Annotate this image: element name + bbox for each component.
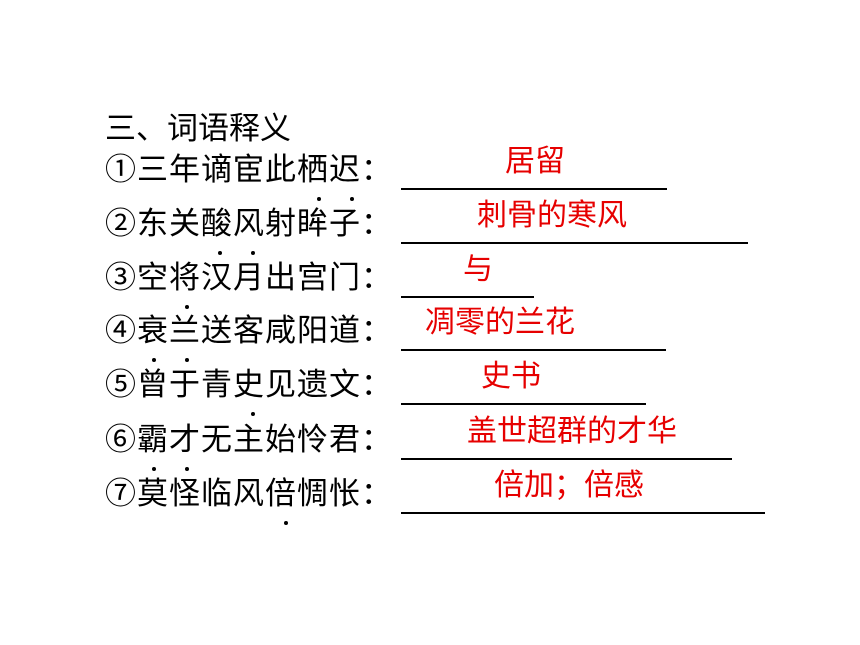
answer-blank[interactable] bbox=[401, 242, 748, 244]
vocab-answer: 盖世超群的才华 bbox=[467, 414, 677, 449]
vocab-item-6: ⑥霸才无主始怜君： 盖世超群的才华 bbox=[105, 414, 845, 474]
answer-blank[interactable] bbox=[401, 188, 667, 190]
vocab-item-1: ①三年谪宦此栖迟： 居留 bbox=[105, 144, 845, 204]
vocab-prompt: ⑥霸才无主始怜君： bbox=[105, 422, 393, 458]
vocab-prompt: ④衰兰送客咸阳道： bbox=[105, 313, 393, 349]
vocab-answer: 与 bbox=[463, 252, 493, 287]
emphasis-dot bbox=[185, 358, 189, 362]
vocab-prompt: ⑤曾于青史见遗文： bbox=[105, 367, 393, 403]
emphasis-dot bbox=[152, 467, 156, 471]
vocab-prompt: ②东关酸风射眸子： bbox=[105, 206, 393, 242]
vocab-item-5: ⑤曾于青史见遗文： 史书 bbox=[105, 359, 845, 419]
emphasis-dot bbox=[317, 197, 321, 201]
vocab-answer: 居留 bbox=[505, 144, 565, 179]
answer-blank[interactable] bbox=[401, 403, 646, 405]
vocab-answer: 凋零的兰花 bbox=[425, 305, 575, 340]
vocab-answer: 史书 bbox=[481, 359, 541, 394]
answer-blank[interactable] bbox=[401, 296, 534, 298]
answer-blank[interactable] bbox=[401, 512, 765, 514]
vocab-item-7: ⑦莫怪临风倍惆怅： 倍加；倍感 bbox=[105, 468, 845, 528]
vocab-prompt: ③空将汉月出宫门： bbox=[105, 260, 393, 296]
emphasis-dot bbox=[251, 412, 255, 416]
answer-blank[interactable] bbox=[401, 458, 732, 460]
vocab-prompt: ①三年谪宦此栖迟： bbox=[105, 152, 393, 188]
emphasis-dot bbox=[185, 467, 189, 471]
emphasis-dot bbox=[218, 251, 222, 255]
answer-blank[interactable] bbox=[401, 349, 666, 351]
emphasis-dot bbox=[251, 251, 255, 255]
vocab-item-2: ②东关酸风射眸子： 刺骨的寒风 bbox=[105, 198, 845, 258]
emphasis-dot bbox=[284, 521, 288, 525]
emphasis-dot bbox=[185, 305, 189, 309]
emphasis-dot bbox=[350, 197, 354, 201]
vocab-answer: 倍加；倍感 bbox=[494, 468, 644, 503]
vocab-item-4: ④衰兰送客咸阳道： 凋零的兰花 bbox=[105, 305, 845, 365]
vocab-answer: 刺骨的寒风 bbox=[477, 198, 627, 233]
vocab-item-3: ③空将汉月出宫门： 与 bbox=[105, 252, 845, 312]
section-title: 三、词语释义 bbox=[105, 111, 291, 147]
emphasis-dot bbox=[152, 358, 156, 362]
vocab-prompt: ⑦莫怪临风倍惆怅： bbox=[105, 476, 393, 512]
